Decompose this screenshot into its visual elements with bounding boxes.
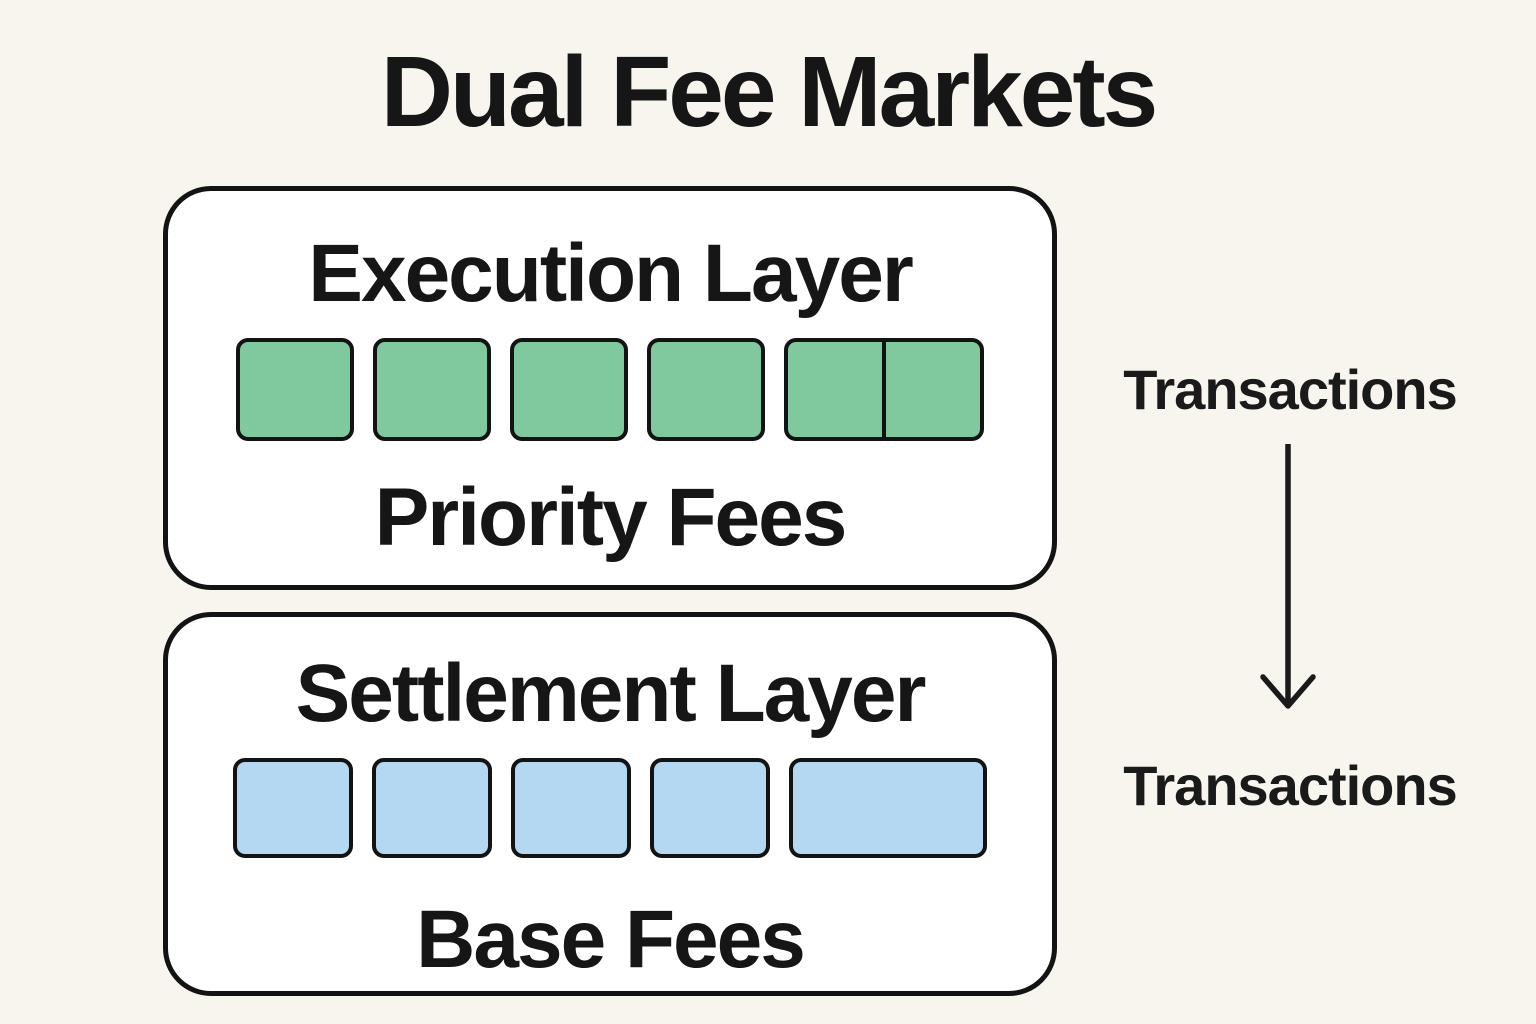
transactions-label-top: Transactions	[1123, 358, 1457, 421]
fee-block	[650, 758, 770, 858]
fee-block	[372, 758, 492, 858]
settlement-layer-title: Settlement Layer	[295, 648, 927, 739]
priority-fees-label: Priority Fees	[374, 472, 848, 563]
fee-block	[647, 338, 765, 441]
base-fees-label: Base Fees	[416, 894, 806, 985]
fee-block	[510, 338, 628, 441]
settlement-layer-card: Settlement Layer Base Fees	[163, 612, 1057, 996]
page-title: Dual Fee Markets	[380, 36, 1159, 148]
fee-block	[373, 338, 491, 441]
execution-layer-card: Execution Layer Priority Fees	[163, 186, 1057, 590]
transactions-label-bottom: Transactions	[1123, 754, 1457, 817]
execution-layer-title: Execution Layer	[308, 228, 913, 319]
base-fee-block-row	[168, 758, 1052, 858]
fee-block	[236, 338, 354, 441]
fee-block	[233, 758, 353, 858]
fee-block	[789, 758, 987, 858]
arrow-down-icon	[1260, 444, 1316, 709]
fee-block	[511, 758, 631, 858]
priority-fee-block-row	[168, 338, 1052, 441]
fee-block	[784, 338, 984, 441]
